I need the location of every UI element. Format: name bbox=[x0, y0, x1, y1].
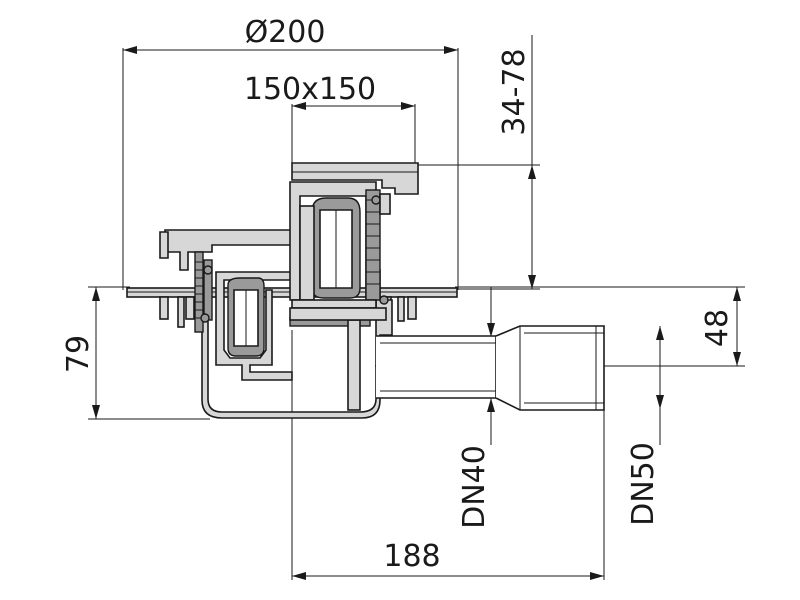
length-label: 188 bbox=[383, 539, 440, 574]
lower-grate-frame bbox=[159, 229, 293, 333]
diameter-label: Ø200 bbox=[245, 15, 326, 50]
dimension-lines bbox=[88, 35, 745, 580]
upper-grate-frame bbox=[289, 162, 419, 305]
dn40-label: DN40 bbox=[457, 445, 492, 529]
dn50-label: DN50 bbox=[626, 442, 661, 526]
grate-size-label: 150x150 bbox=[244, 72, 376, 107]
dimension-labels: Ø200 150x150 34-78 79 48 DN40 DN50 188 bbox=[61, 15, 735, 574]
outlet-height-label: 48 bbox=[700, 309, 735, 347]
height-range-label: 34-78 bbox=[497, 48, 532, 135]
trap-bell-left bbox=[215, 271, 293, 381]
body-height-label: 79 bbox=[61, 335, 96, 373]
trap-bell-right bbox=[289, 197, 387, 321]
